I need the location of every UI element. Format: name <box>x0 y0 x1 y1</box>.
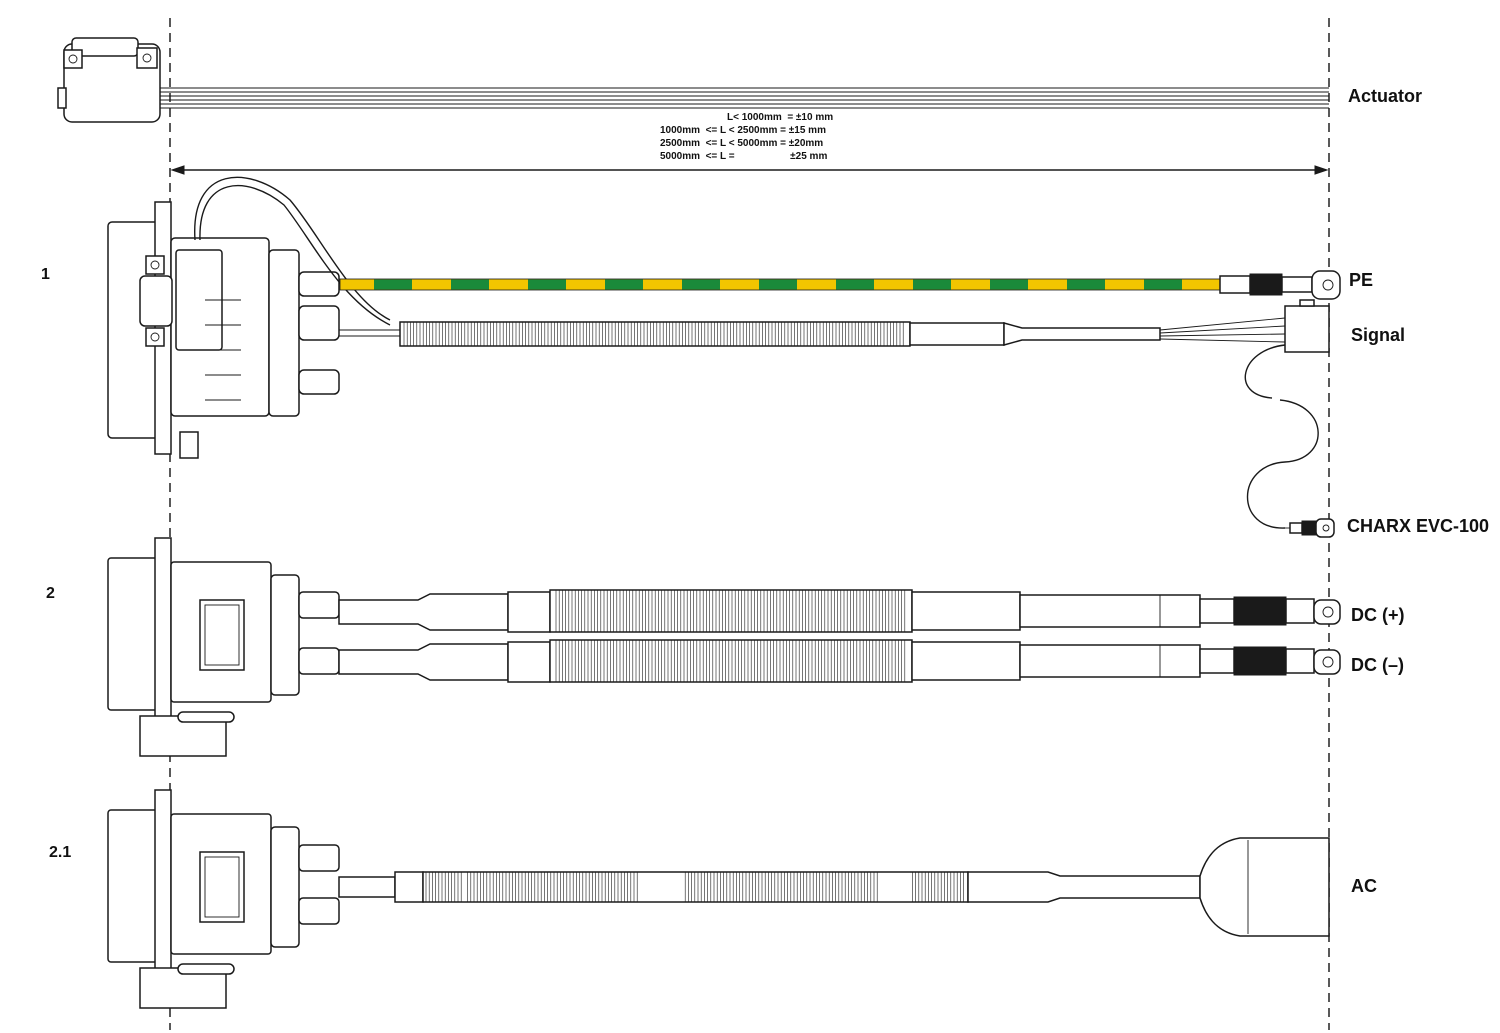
dc-plus-label: DC (+) <box>1351 605 1405 625</box>
pe-cable <box>339 270 1341 300</box>
pe-green-stripe <box>990 279 1028 290</box>
pe-green-stripe <box>1144 279 1182 290</box>
variant-2-1-connector <box>107 789 340 1009</box>
signal-label: Signal <box>1351 325 1406 345</box>
actuator-unit <box>57 37 161 123</box>
signal-cable <box>339 299 1335 538</box>
pe-green-stripe <box>1067 279 1105 290</box>
pe-green-stripe <box>682 279 720 290</box>
tolerance-line-2: 1000mm <= L < 2500mm = ±15 mm <box>660 125 826 136</box>
variant-2-number: 2 <box>46 585 55 602</box>
tolerance-line-3: 2500mm <= L < 5000mm = ±20mm <box>660 138 824 149</box>
charx-evc-100-label: CHARX EVC-100 <box>1347 516 1490 536</box>
dc-plus-cable <box>338 589 1341 633</box>
tolerance-line-4: 5000mm <= L = ±25 mm <box>660 151 828 162</box>
length-dimension-arrow <box>170 165 1329 175</box>
tolerance-line-1: L< 1000mm = ±10 mm <box>727 112 834 123</box>
actuator-label: Actuator <box>1348 86 1423 106</box>
pe-green-stripe <box>528 279 566 290</box>
dc-minus-label: DC (–) <box>1351 655 1404 675</box>
variant-1-number: 1 <box>41 266 50 283</box>
ac-cable <box>338 837 1330 937</box>
dc-minus-cable <box>338 639 1341 683</box>
pe-green-stripe <box>451 279 489 290</box>
pe-green-stripe <box>836 279 874 290</box>
variant-1-connector <box>107 176 391 459</box>
actuator-cable <box>160 87 1329 109</box>
variant-2-connector <box>107 537 340 757</box>
pe-label: PE <box>1349 270 1374 290</box>
pe-green-stripe <box>374 279 412 290</box>
variant-2-1-number: 2.1 <box>49 844 72 861</box>
pe-green-stripe <box>759 279 797 290</box>
pe-green-stripe <box>605 279 643 290</box>
pe-green-stripe <box>913 279 951 290</box>
ac-label: AC <box>1351 876 1377 896</box>
